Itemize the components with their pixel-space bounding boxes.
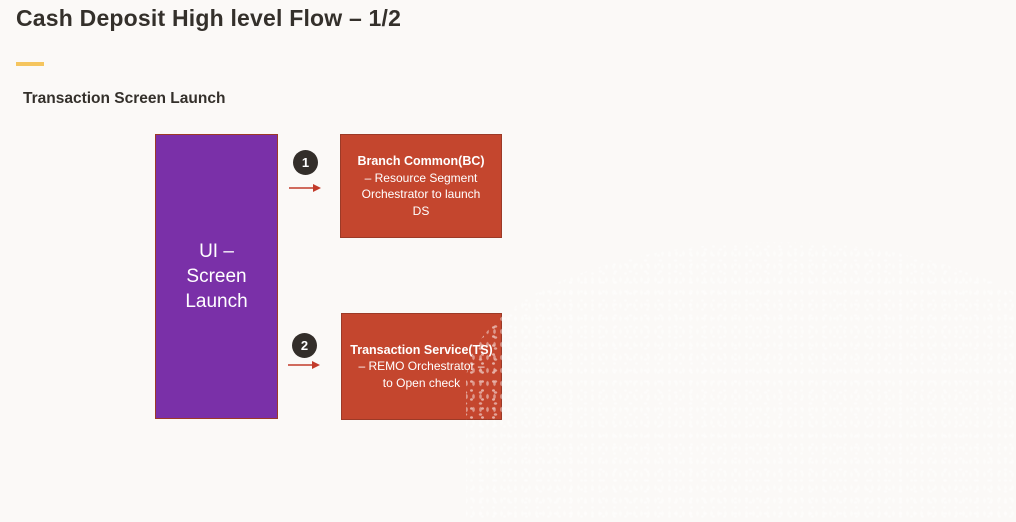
step-badge-1: 1	[293, 150, 318, 175]
flow-node-description: – Resource Segment Orchestrator to launc…	[361, 170, 481, 218]
page-title: Cash Deposit High level Flow – 1/2	[16, 5, 402, 31]
flow-node-ui-screen-launch: UI – Screen Launch	[155, 134, 278, 419]
flow-node-branch-common: Branch Common(BC) – Resource Segment Orc…	[340, 134, 502, 238]
slide: Cash Deposit High level Flow – 1/2 Trans…	[16, 5, 1016, 522]
decorative-corner-texture	[466, 242, 1016, 522]
flow-node-title: Branch Common(BC)	[357, 154, 485, 168]
arrow-right-icon	[288, 360, 320, 370]
flow-node-title: Transaction Service(TS)	[350, 342, 493, 357]
accent-underline	[16, 62, 44, 66]
flow-node-description: – REMO Orchestrator – to Open check	[358, 359, 485, 390]
flow-node-transaction-service: Transaction Service(TS) – REMO Orchestra…	[341, 313, 502, 420]
arrow-right-icon	[289, 183, 321, 193]
section-title: Transaction Screen Launch	[23, 90, 226, 107]
step-badge-2: 2	[292, 333, 317, 358]
